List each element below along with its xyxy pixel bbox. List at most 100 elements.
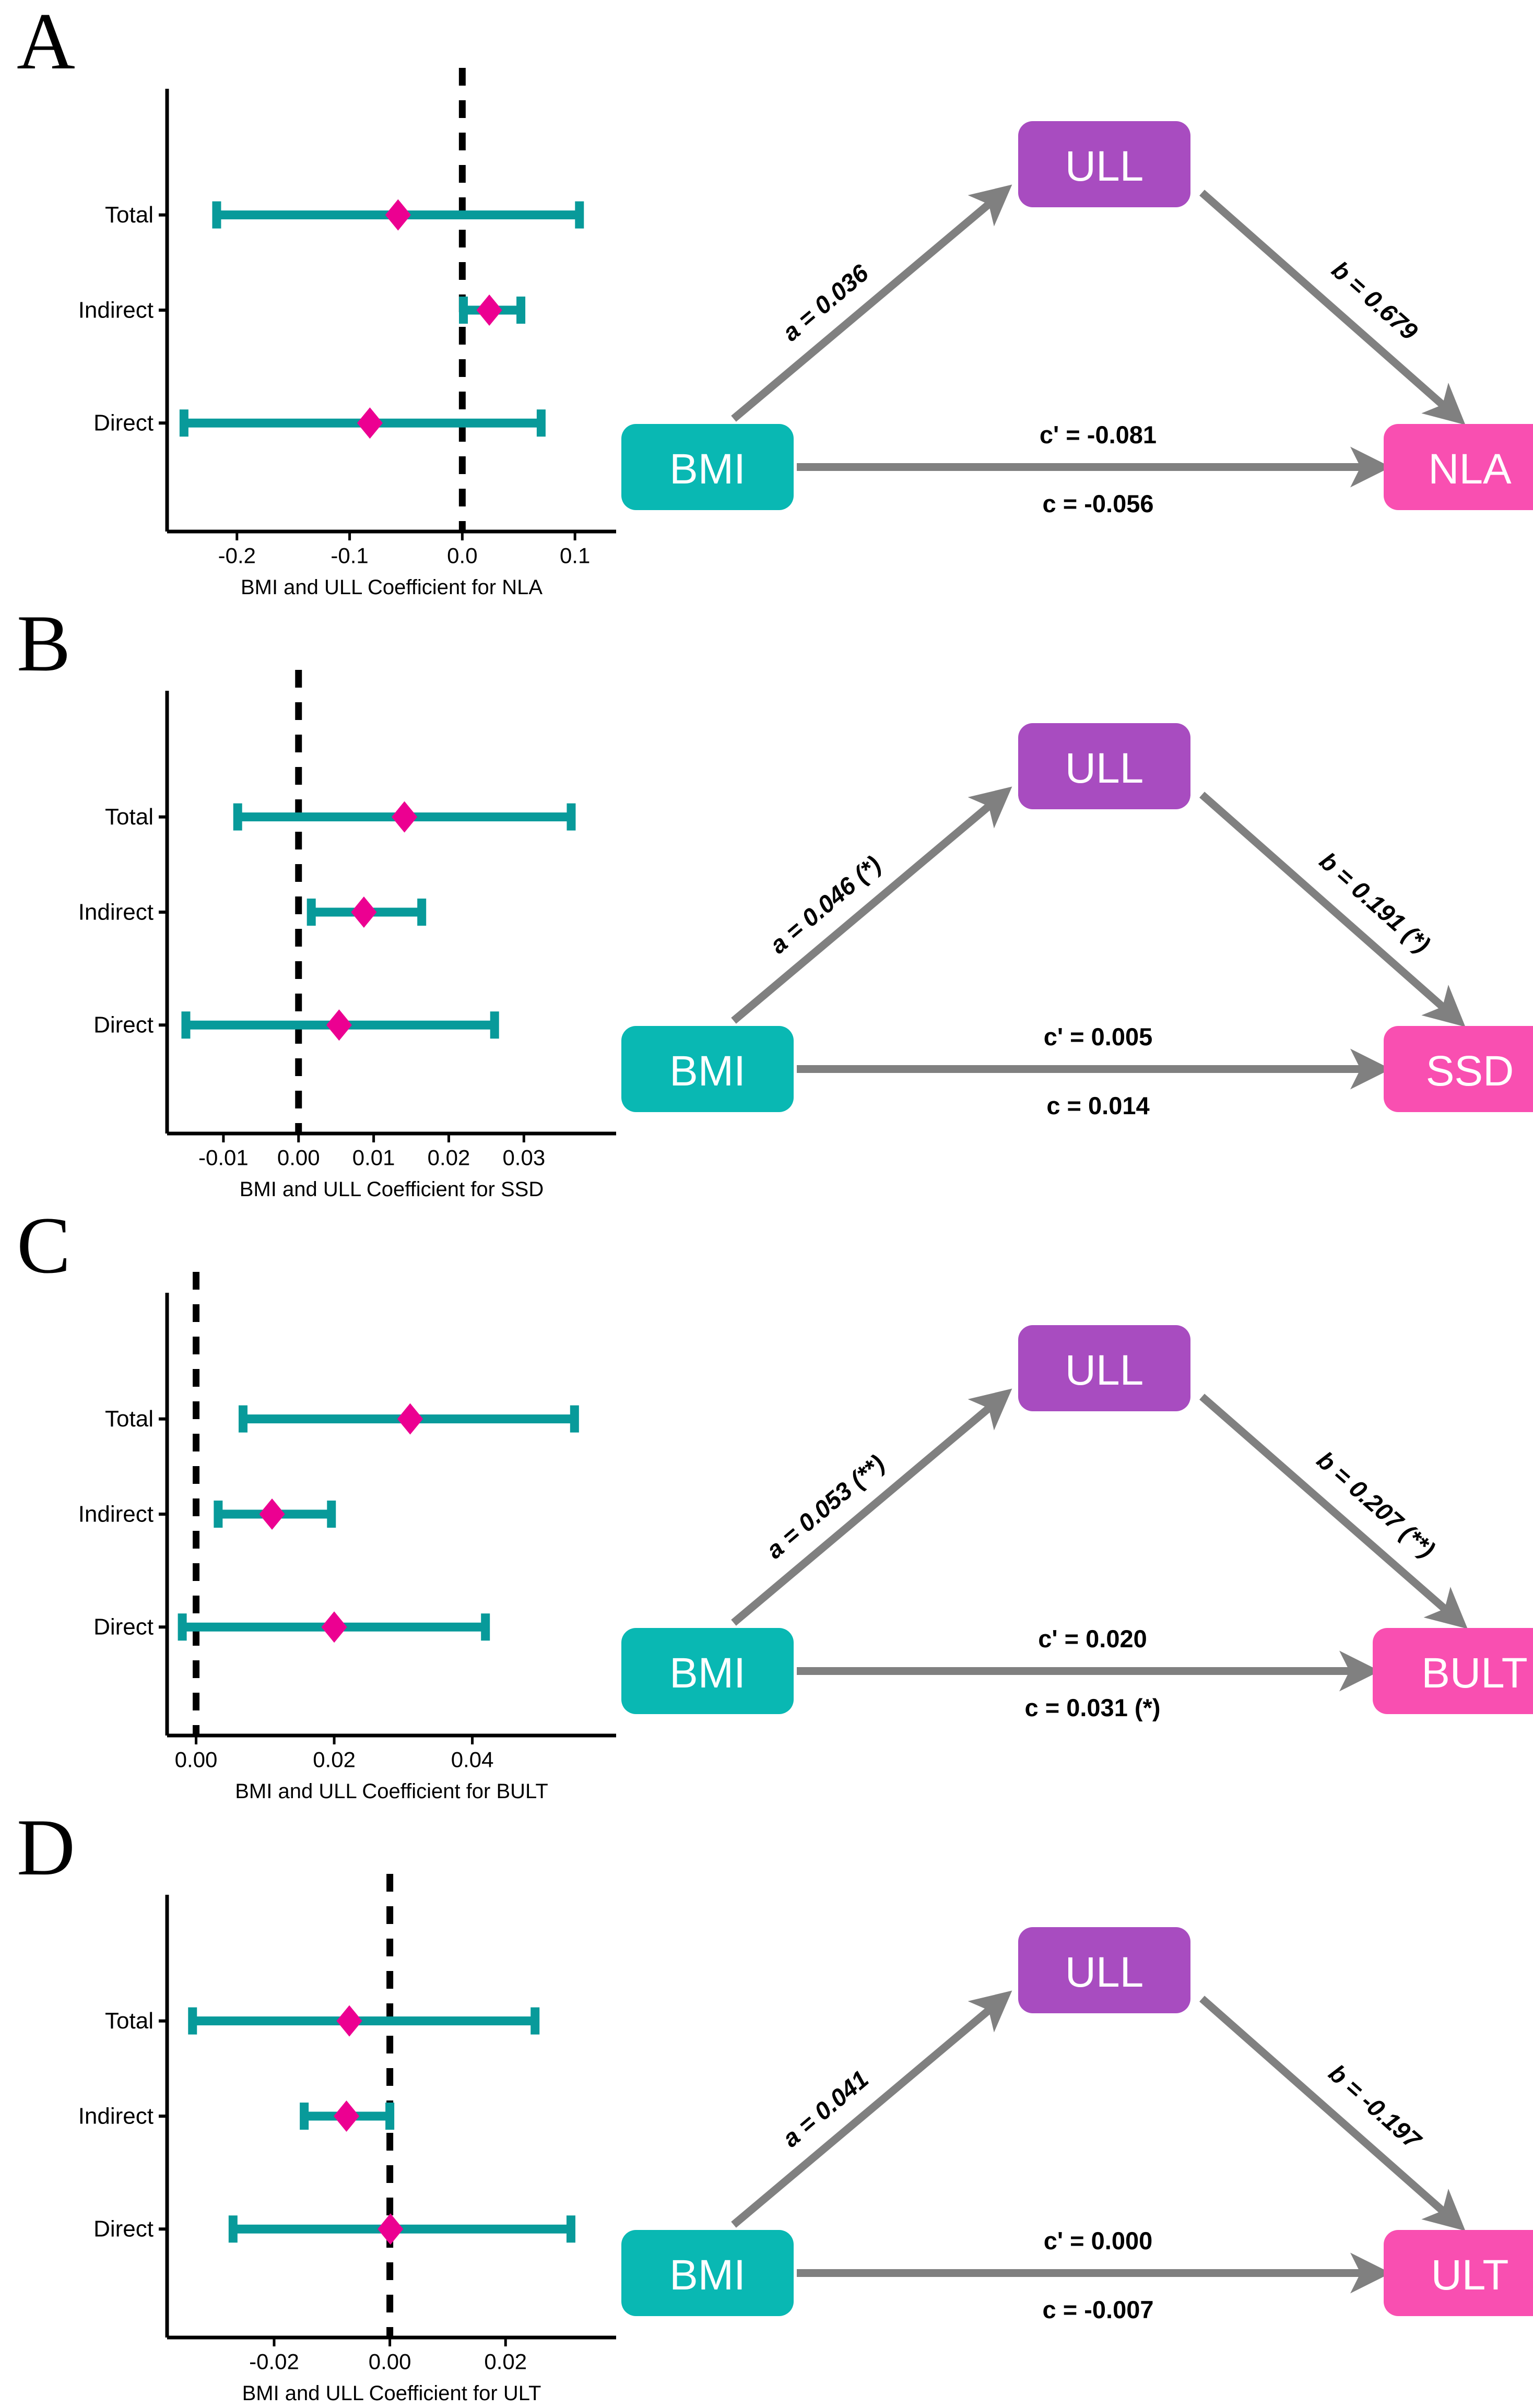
predictor-label: BMI [669,445,746,493]
forest-row-label: Indirect [78,1502,154,1527]
forest-row-label: Direct [93,2216,154,2242]
forest-row-label: Total [105,1406,154,1432]
b-path-label: b = -0.197 [1324,2059,1427,2155]
c-path-label: c = 0.031 (*) [1025,1694,1161,1721]
mediation-diagram-d: ULL BMI ULT a = 0.041 b = -0.197 c' = 0.000 c … [616,1806,1533,2408]
panel-letter-b: B [17,598,71,688]
x-tick-label: 0.01 [352,1145,395,1170]
forest-row-label: Total [105,202,154,228]
x-tick-label: 0.02 [484,2349,527,2374]
x-tick-label: 0.02 [428,1145,470,1170]
a-path-label: a = 0.041 [777,2065,874,2153]
x-tick-label: -0.01 [198,1145,249,1170]
x-tick-label: 0.02 [313,1747,356,1772]
mediator-label: ULL [1065,745,1143,792]
x-tick-label: -0.02 [249,2349,299,2374]
outcome-box [1384,424,1533,510]
a-path-label: a = 0.036 [777,258,874,346]
x-axis-title: BMI and ULL Coefficient for NLA [241,576,543,599]
b-path-label: b = 0.679 [1327,256,1423,346]
c-prime-path-label: c' = 0.020 [1038,1625,1147,1652]
outcome-label: SSD [1426,1047,1514,1095]
outcome-box [1373,1628,1533,1714]
c-prime-path-label: c' = -0.081 [1040,421,1157,448]
point-estimate-marker [351,896,377,928]
mediator-box [1018,1927,1190,2013]
c-prime-path-label: c' = 0.000 [1044,2227,1153,2254]
predictor-box [621,424,794,510]
forest-row-label: Direct [93,1012,154,1038]
x-axis-title: BMI and ULL Coefficient for BULT [235,1780,548,1803]
mediator-box [1018,121,1190,207]
x-tick-label: -0.1 [331,543,368,568]
forest-row-label: Indirect [78,2104,154,2129]
panel-letter-c: C [17,1200,71,1290]
x-tick-label: -0.2 [218,543,256,568]
x-tick-label: 0.04 [451,1747,494,1772]
predictor-label: BMI [669,1047,746,1095]
path-arrow [731,1388,1012,1626]
c-path-label: c = 0.014 [1046,1092,1149,1119]
panel-letter-d: D [17,1802,75,1892]
point-estimate-marker [326,1009,352,1041]
forest-row-label: Indirect [78,298,154,323]
path-arrow [1199,1996,1466,2231]
panel-letter-a: A [17,0,75,86]
x-axis-title: BMI and ULL Coefficient for ULT [242,2382,541,2405]
point-estimate-marker [476,294,502,326]
mediator-box [1018,723,1190,809]
predictor-label: BMI [669,1649,746,1697]
outcome-label: NLA [1428,445,1512,493]
point-estimate-marker [336,2005,362,2037]
forest-row-label: Direct [93,410,154,436]
x-axis-title: BMI and ULL Coefficient for SSD [240,1178,544,1201]
c-prime-path-label: c' = 0.005 [1044,1023,1153,1050]
path-arrow [1199,190,1466,425]
forest-row-label: Direct [93,1614,154,1640]
point-estimate-marker [378,2213,404,2245]
x-tick-label: 0.03 [502,1145,545,1170]
c-path-label: c = -0.056 [1043,490,1154,517]
point-estimate-marker [321,1611,347,1643]
b-path-label: b = 0.191 (*) [1314,847,1435,958]
x-tick-label: 0.00 [369,2349,411,2374]
forest-row-label: Total [105,804,154,830]
point-estimate-marker [333,2100,360,2132]
outcome-box [1384,2230,1533,2316]
mediator-box [1018,1325,1190,1411]
path-arrow [1199,792,1466,1027]
x-tick-label: 0.00 [175,1747,218,1772]
forest-row-label: Total [105,2008,154,2034]
outcome-label: BULT [1421,1649,1528,1697]
outcome-label: ULT [1431,2251,1509,2299]
point-estimate-marker [397,1403,423,1435]
mediator-label: ULL [1065,1949,1143,1996]
path-arrow [1199,1394,1468,1629]
point-estimate-marker [357,407,383,439]
predictor-box [621,1628,794,1714]
mediation-diagram-a: ULL BMI NLA a = 0.036 b = 0.679 c' = -0.081 c … [616,0,1533,602]
path-arrow [731,184,1012,422]
predictor-box [621,2230,794,2316]
x-tick-label: 0.1 [560,543,590,568]
forest-row-label: Indirect [78,900,154,925]
predictor-label: BMI [669,2251,746,2299]
x-tick-label: 0.0 [447,543,477,568]
point-estimate-marker [385,199,411,231]
mediator-label: ULL [1065,143,1143,190]
outcome-box [1384,1026,1533,1112]
c-path-label: c = -0.007 [1043,2296,1154,2323]
predictor-box [621,1026,794,1112]
x-tick-label: 0.00 [277,1145,320,1170]
